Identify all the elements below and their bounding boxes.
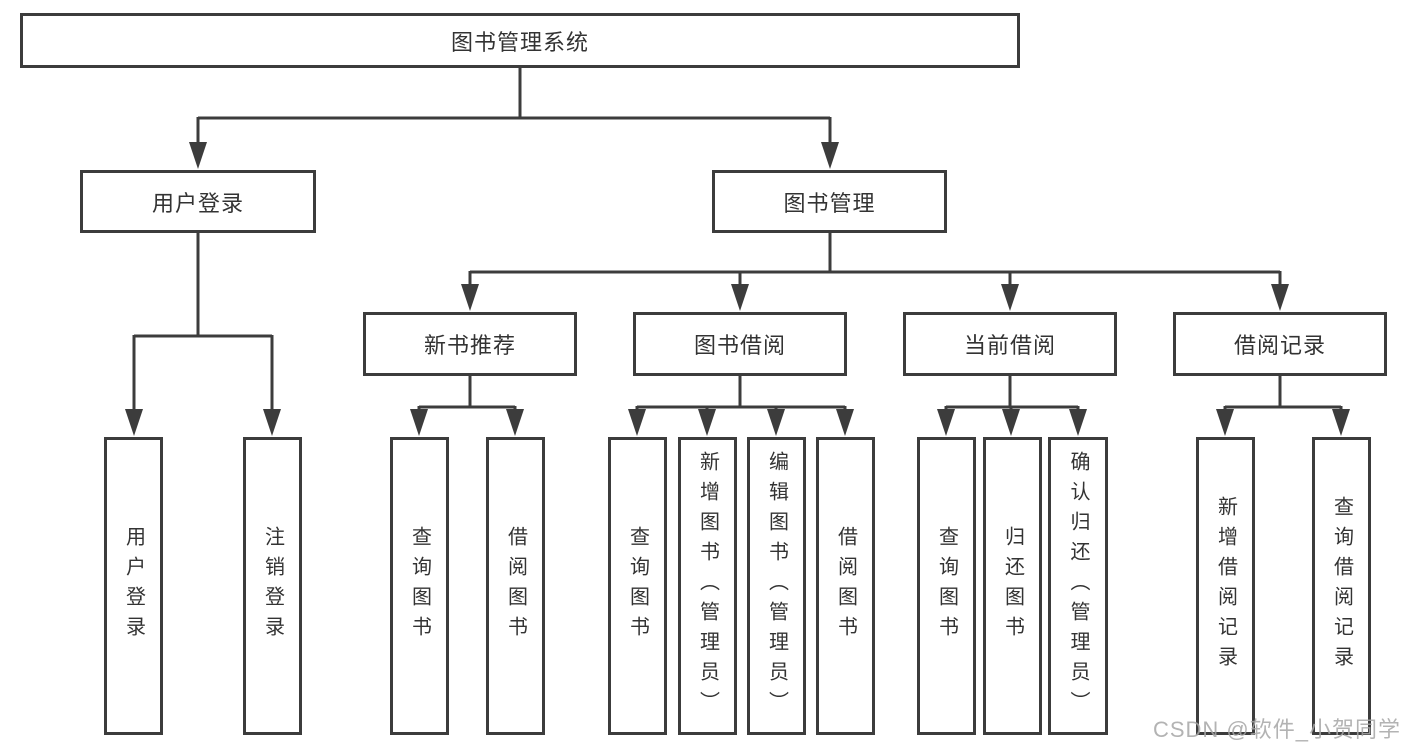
- node-label: 用户登录: [151, 190, 244, 216]
- leaf-borrow-books-recommend: 借阅图书: [486, 437, 545, 735]
- node-borrow-records: 借阅记录: [1173, 312, 1387, 376]
- leaf-add-books-admin: 新增图书（管理员）: [678, 437, 737, 735]
- node-label: 查询图书: [626, 526, 649, 646]
- leaf-logout: 注销登录: [243, 437, 302, 735]
- node-book-borrow: 图书借阅: [633, 312, 847, 376]
- leaf-confirm-return-admin: 确认归还（管理员）: [1048, 437, 1108, 735]
- node-label: 查询借阅记录: [1330, 496, 1353, 676]
- node-current-borrow: 当前借阅: [903, 312, 1117, 376]
- node-label: 新增图书（管理员）: [696, 451, 719, 721]
- node-label: 确认归还（管理员）: [1067, 451, 1089, 721]
- leaf-borrow-books: 借阅图书: [816, 437, 875, 735]
- node-label: 借阅图书: [834, 526, 857, 646]
- node-label: 图书管理系统: [450, 29, 589, 55]
- connector-borrow-to-leaves: [628, 376, 854, 436]
- node-label: 查询图书: [935, 526, 958, 646]
- node-book-management: 图书管理: [712, 170, 947, 233]
- node-user-login: 用户登录: [80, 170, 316, 233]
- connector-login-to-leaves: [125, 233, 281, 436]
- node-label: 查询图书: [408, 526, 431, 646]
- csdn-watermark: CSDN @软件_小贺同学: [1152, 717, 1401, 742]
- node-system-root: 图书管理系统: [20, 13, 1020, 68]
- leaf-query-books-recommend: 查询图书: [390, 437, 449, 735]
- leaf-query-borrow-record: 查询借阅记录: [1312, 437, 1371, 735]
- leaf-return-books: 归还图书: [983, 437, 1042, 735]
- node-label: 用户登录: [122, 526, 145, 646]
- node-label: 注销登录: [261, 526, 284, 646]
- node-label: 借阅记录: [1233, 333, 1326, 358]
- node-label: 图书借阅: [693, 333, 786, 358]
- connector-newbook-to-leaves: [410, 376, 524, 436]
- node-new-book-recommend: 新书推荐: [363, 312, 577, 376]
- node-label: 归还图书: [1001, 526, 1024, 646]
- node-label: 当前借阅: [963, 333, 1056, 358]
- connector-records-to-leaves: [1216, 376, 1350, 436]
- node-label: 编辑图书（管理员）: [765, 451, 788, 721]
- node-label: 借阅图书: [504, 526, 527, 646]
- leaf-edit-books-admin: 编辑图书（管理员）: [747, 437, 806, 735]
- connector-management-to-level3: [461, 233, 1289, 311]
- node-label: 新书推荐: [423, 333, 516, 358]
- leaf-add-borrow-record: 新增借阅记录: [1196, 437, 1255, 735]
- leaf-user-login: 用户登录: [104, 437, 163, 735]
- leaf-query-books-current: 查询图书: [917, 437, 976, 735]
- node-label: 新增借阅记录: [1214, 496, 1237, 676]
- leaf-query-books-borrow: 查询图书: [608, 437, 667, 735]
- connector-current-to-leaves: [937, 376, 1087, 436]
- node-label: 图书管理: [783, 190, 876, 216]
- connector-root-to-level2: [189, 68, 839, 169]
